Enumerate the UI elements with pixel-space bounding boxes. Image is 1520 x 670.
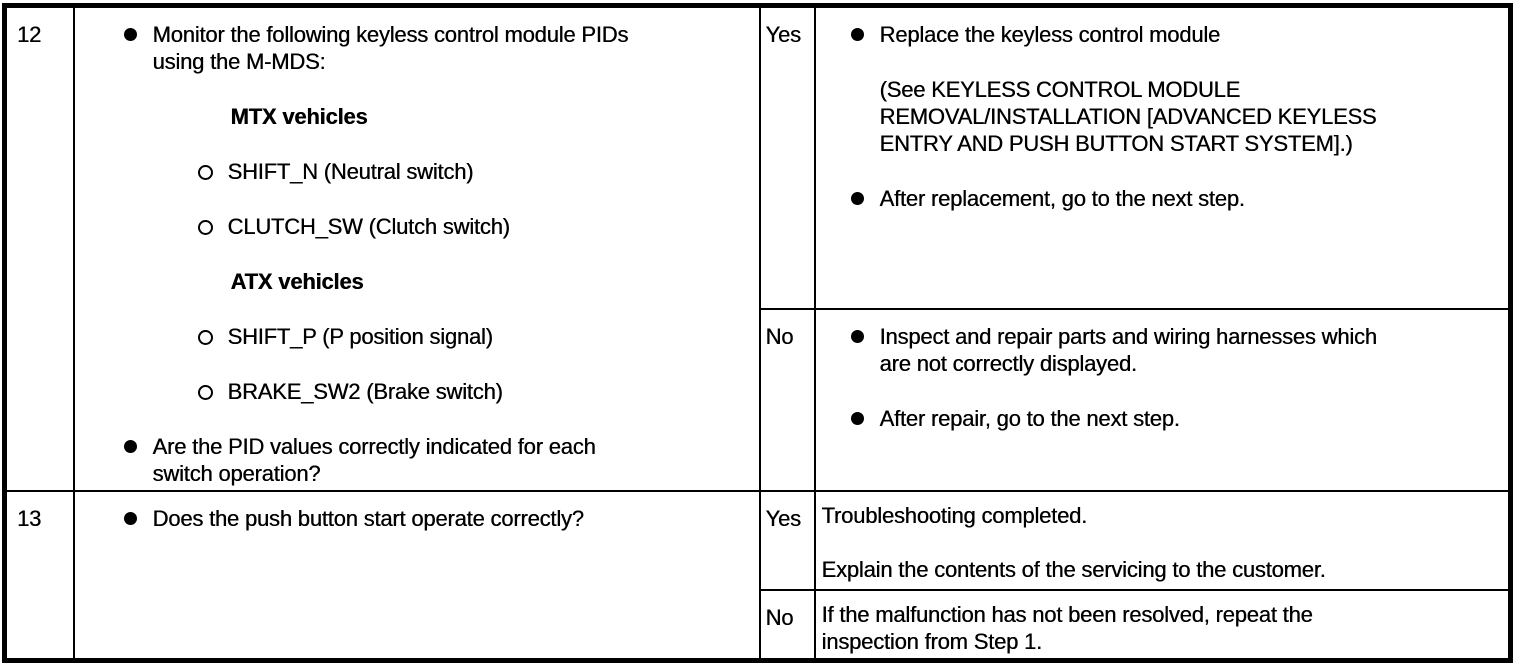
paragraph: Explain the contents of the servicing to… xyxy=(821,556,1326,582)
bullet-icon xyxy=(850,192,864,205)
bullet-item: Are the PID values correctly indicated f… xyxy=(123,433,745,487)
table-row: No Inspect and repair parts and wiring ha… xyxy=(5,308,1512,492)
scanned-document-page: 12 Monitor the following keyless control … xyxy=(0,3,1520,663)
see-reference-note: (See KEYLESS CONTROL MODULE REMOVAL/INST… xyxy=(879,77,1377,156)
result-cell: No xyxy=(758,308,816,492)
result-cell: Yes xyxy=(758,4,816,311)
table-row: 12 Monitor the following keyless control … xyxy=(3,4,1512,492)
result-label: Yes xyxy=(765,22,801,47)
vehicle-type-subheader: ATX vehicles xyxy=(230,269,364,294)
action-cell: Inspect and repair parts and wiring harn… xyxy=(813,308,1512,492)
action-cell: Troubleshooting completed. Explain the co… xyxy=(813,489,1512,592)
step-number-cell: 12 xyxy=(3,4,75,492)
bullet-item-text: Does the push button start operate corre… xyxy=(152,505,584,531)
bullet-item: After repair, go to the next step. xyxy=(850,405,1499,432)
sub-bullet-item: BRAKE_SW2 (Brake switch) xyxy=(197,378,745,405)
bullet-item: Monitor the following keyless control mo… xyxy=(123,21,745,75)
bullet-icon xyxy=(850,28,864,41)
troubleshooting-table-body: 12 Monitor the following keyless control … xyxy=(3,4,1512,662)
bullet-icon xyxy=(123,511,137,525)
sub-bullet-item: CLUTCH_SW (Clutch switch) xyxy=(197,213,745,240)
bullet-item-text: Inspect and repair parts and wiring harn… xyxy=(879,324,1377,377)
action-cell: If the malfunction has not been resolved… xyxy=(813,589,1512,662)
inspection-cell: Monitor the following keyless control mo… xyxy=(72,4,761,492)
sub-bullet-item-text: CLUTCH_SW (Clutch switch) xyxy=(227,214,510,239)
result-cell: No xyxy=(758,589,816,662)
bullet-item-text: Replace the keyless control module xyxy=(879,22,1221,47)
step-number: 12 xyxy=(17,22,42,47)
result-label: Yes xyxy=(765,505,801,531)
bullet-item: Does the push button start operate corre… xyxy=(123,505,745,532)
open-circle-bullet-icon xyxy=(197,165,213,180)
sub-bullet-item-text: SHIFT_N (Neutral switch) xyxy=(227,159,474,184)
bullet-icon xyxy=(123,440,137,453)
inspection-cell: Does the push button start operate corre… xyxy=(72,489,761,662)
result-cell: Yes xyxy=(758,489,816,592)
bullet-icon xyxy=(850,330,864,344)
sub-bullet-item: SHIFT_N (Neutral switch) xyxy=(197,158,745,185)
bullet-item: Inspect and repair parts and wiring harn… xyxy=(850,323,1499,377)
bullet-item-text: Are the PID values correctly indicated f… xyxy=(152,434,596,486)
troubleshooting-table: 12 Monitor the following keyless control … xyxy=(2,3,1513,663)
result-label: No xyxy=(765,605,794,631)
table-row: 13 Does the push button start operate cor… xyxy=(3,489,1512,662)
bullet-item-text: After repair, go to the next step. xyxy=(879,406,1180,432)
result-label: No xyxy=(765,324,794,350)
open-circle-bullet-icon xyxy=(197,220,213,235)
bullet-item-text: Monitor the following keyless control mo… xyxy=(152,22,629,74)
paragraph: Troubleshooting completed. xyxy=(821,502,1088,528)
step-number: 13 xyxy=(17,505,42,531)
sub-bullet-item: SHIFT_P (P position signal) xyxy=(197,323,745,350)
bullet-item: Replace the keyless control module xyxy=(850,21,1499,48)
paragraph: If the malfunction has not been resolved… xyxy=(821,602,1313,655)
action-cell: Replace the keyless control module (See K… xyxy=(813,4,1512,311)
sub-bullet-item-text: SHIFT_P (P position signal) xyxy=(227,324,493,349)
open-circle-bullet-icon xyxy=(197,330,213,345)
step-number-cell: 13 xyxy=(3,489,75,662)
sub-bullet-item-text: BRAKE_SW2 (Brake switch) xyxy=(227,379,503,404)
open-circle-bullet-icon xyxy=(197,385,213,400)
bullet-item-text: After replacement, go to the next step. xyxy=(879,186,1245,211)
table-row: No If the malfunction has not been resolv… xyxy=(5,589,1512,662)
bullet-item: After replacement, go to the next step. xyxy=(850,185,1499,212)
vehicle-type-subheader: MTX vehicles xyxy=(230,104,368,129)
bullet-icon xyxy=(850,412,864,426)
bullet-icon xyxy=(123,28,137,41)
